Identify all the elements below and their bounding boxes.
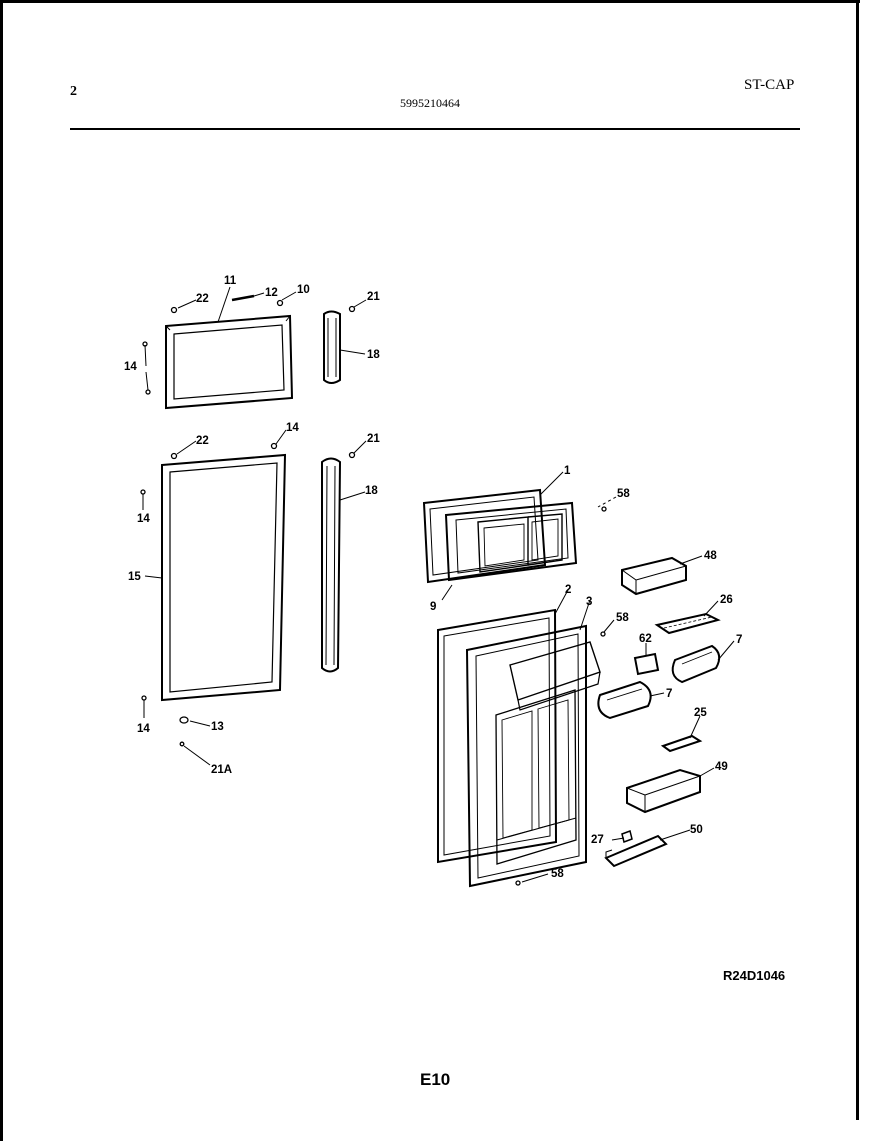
callout-48: 48	[704, 550, 717, 562]
freezer-door-gasket	[165, 314, 294, 410]
callout-7-upper: 7	[736, 634, 742, 646]
egg-tray-upper-7	[671, 644, 721, 684]
page-number: 2	[70, 84, 77, 99]
callout-14-b: 14	[286, 422, 299, 434]
reference-code: R24D1046	[723, 968, 786, 983]
callout-21A: 21A	[211, 764, 232, 776]
callout-21-upper: 21	[367, 291, 380, 303]
door-shelf-48	[621, 556, 687, 596]
door-shelf-25	[660, 734, 703, 753]
callout-22-upper: 22	[196, 293, 209, 305]
fresh-food-door-outer-panel	[437, 608, 558, 864]
callout-58-middle: 58	[616, 612, 629, 624]
page-border-top	[0, 0, 860, 3]
door-shelf-49	[626, 768, 701, 814]
callout-26: 26	[720, 594, 733, 606]
callout-15: 15	[128, 571, 141, 583]
callout-49: 49	[715, 761, 728, 773]
dairy-compartment-62	[633, 652, 660, 676]
callout-12: 12	[265, 287, 278, 299]
model-code: ST-CAP	[744, 77, 795, 93]
egg-tray-lower-7	[597, 680, 652, 720]
fasteners	[140, 294, 607, 886]
header-rule	[70, 128, 800, 130]
callout-21-lower: 21	[367, 433, 380, 445]
fresh-food-door-liner	[465, 624, 601, 888]
callout-58-upper: 58	[617, 488, 630, 500]
freezer-door-inner-panel	[422, 488, 547, 584]
bar-clip-27	[621, 830, 633, 843]
freezer-door-handle	[323, 310, 341, 384]
leader-lines	[142, 286, 735, 883]
page-label: E10	[420, 1070, 451, 1089]
door-shelf-26	[654, 612, 721, 635]
callout-58-lower: 58	[551, 868, 564, 880]
fresh-food-door-gasket	[161, 453, 287, 702]
callout-62: 62	[639, 633, 652, 645]
page-border-left	[0, 0, 3, 1141]
callout-11: 11	[224, 275, 237, 287]
callout-7-lower: 7	[666, 688, 672, 700]
callout-14-a: 14	[124, 361, 137, 373]
callout-13: 13	[211, 721, 224, 733]
callout-labels: 11 22 12 10 21 18 14 22 14 21 18 14 15 1…	[124, 275, 742, 880]
callout-22-lower: 22	[196, 435, 209, 447]
callout-50: 50	[690, 824, 703, 836]
callout-18-lower: 18	[365, 485, 378, 497]
callout-1: 1	[564, 465, 571, 477]
callout-14-d: 14	[137, 723, 150, 735]
callout-27: 27	[591, 834, 604, 846]
door-bar-50	[604, 834, 668, 868]
page-border-right	[856, 0, 859, 1120]
callout-14-c: 14	[137, 513, 150, 525]
document-number: 5995210464	[400, 96, 460, 110]
callout-25: 25	[694, 707, 707, 719]
freezer-door-liner	[444, 501, 578, 582]
callout-18-upper: 18	[367, 349, 380, 361]
callout-10: 10	[297, 284, 310, 296]
callout-2: 2	[565, 584, 571, 596]
callout-9: 9	[430, 601, 436, 613]
callout-3: 3	[586, 596, 592, 608]
fresh-food-door-handle	[321, 457, 342, 673]
